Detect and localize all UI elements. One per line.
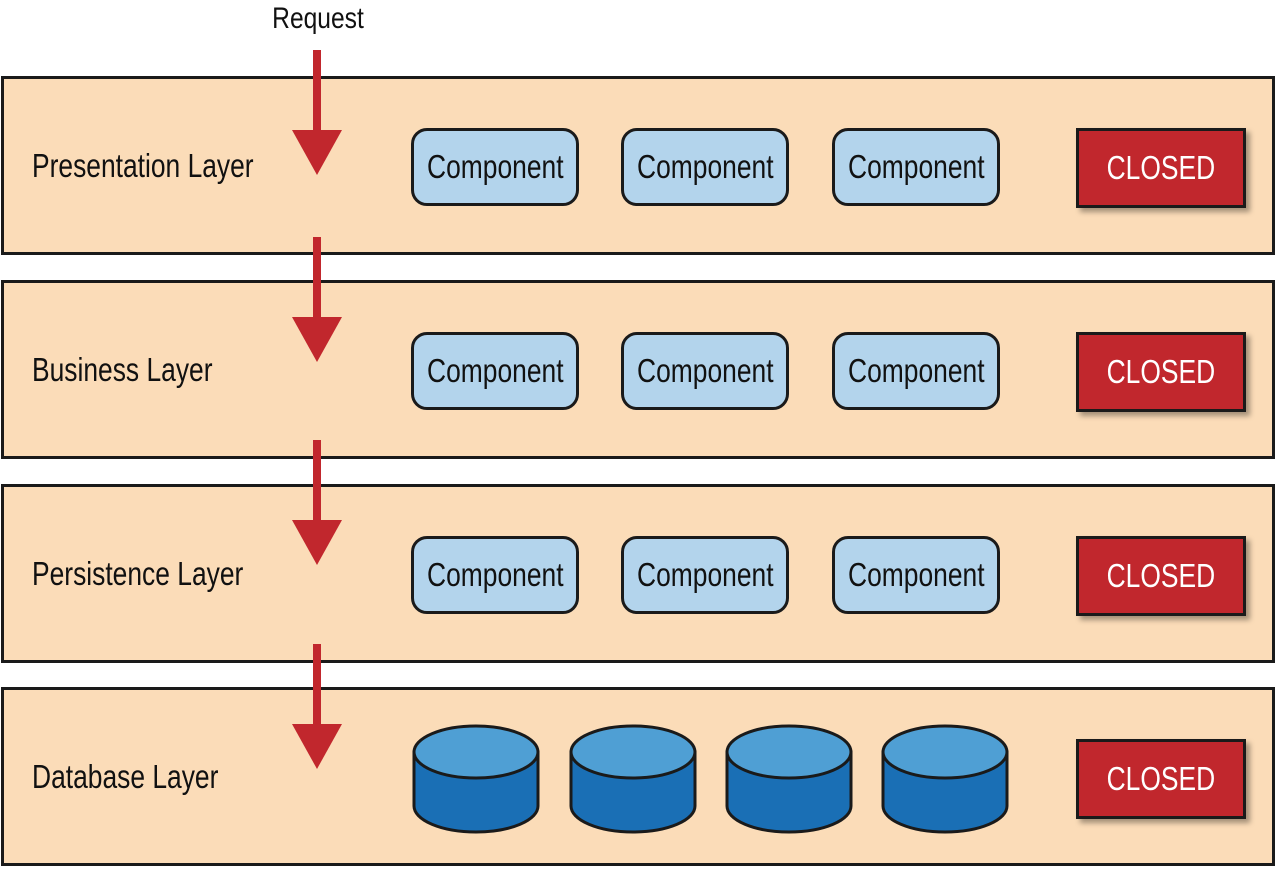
component-label: Component	[847, 352, 985, 389]
layer-label: Persistence Layer	[32, 554, 244, 592]
down-arrow-icon	[292, 440, 342, 565]
closed-badge: CLOSED	[1076, 739, 1246, 819]
closed-badge: CLOSED	[1076, 536, 1246, 616]
layer-label: Database Layer	[32, 757, 219, 795]
component-label: Component	[426, 148, 564, 185]
component-label: Component	[636, 148, 774, 185]
database-icon	[569, 724, 697, 834]
component-label: Component	[426, 352, 564, 389]
down-arrow-icon	[292, 50, 342, 175]
layer-label: Business Layer	[32, 350, 213, 388]
closed-label: CLOSED	[1106, 353, 1216, 390]
component-box: Component	[832, 128, 1000, 206]
persistence-layer: Persistence Layer Component Component Co…	[1, 484, 1275, 663]
business-layer: Business Layer Component Component Compo…	[1, 280, 1275, 459]
database-icon	[725, 724, 853, 834]
layer-label: Presentation Layer	[32, 146, 254, 184]
component-box: Component	[832, 332, 1000, 410]
component-box: Component	[621, 128, 789, 206]
database-icon	[881, 724, 1009, 834]
database-layer: Database Layer CLOSED	[1, 687, 1275, 866]
component-label: Component	[636, 556, 774, 593]
component-box: Component	[411, 128, 579, 206]
closed-badge: CLOSED	[1076, 128, 1246, 208]
down-arrow-icon	[292, 237, 342, 362]
component-box: Component	[621, 536, 789, 614]
component-box: Component	[621, 332, 789, 410]
component-label: Component	[636, 352, 774, 389]
component-box: Component	[411, 536, 579, 614]
component-label: Component	[847, 148, 985, 185]
component-label: Component	[426, 556, 564, 593]
closed-label: CLOSED	[1106, 557, 1216, 594]
closed-badge: CLOSED	[1076, 332, 1246, 412]
closed-label: CLOSED	[1106, 760, 1216, 797]
closed-label: CLOSED	[1106, 149, 1216, 186]
presentation-layer: Presentation Layer Component Component C…	[1, 76, 1275, 255]
component-box: Component	[832, 536, 1000, 614]
component-label: Component	[847, 556, 985, 593]
down-arrow-icon	[292, 644, 342, 769]
component-box: Component	[411, 332, 579, 410]
request-label: Request	[272, 2, 364, 35]
database-icon	[412, 724, 540, 834]
